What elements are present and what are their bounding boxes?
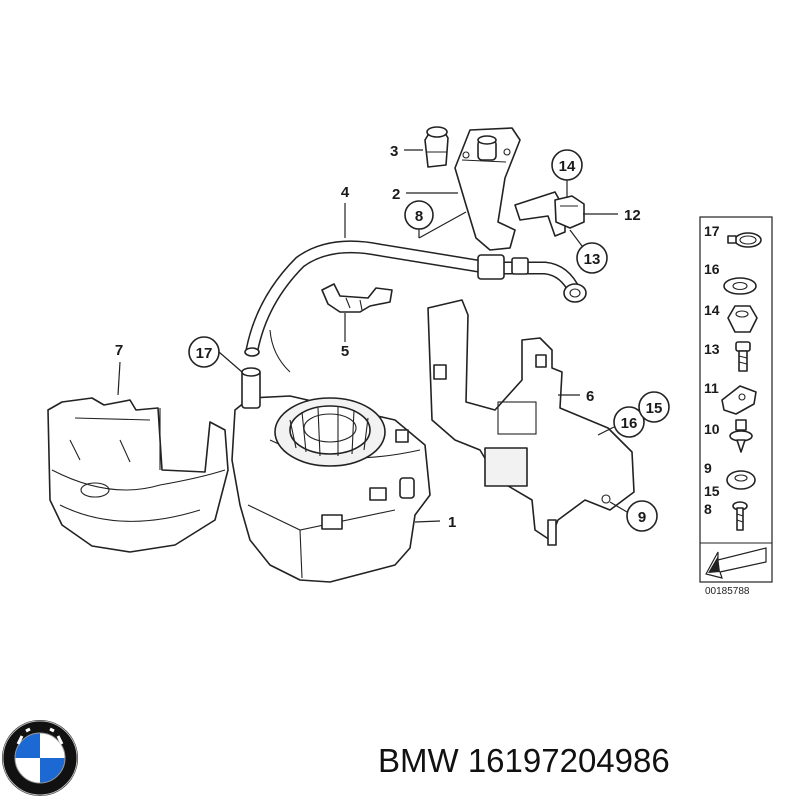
legend-item-11: 11 <box>704 380 719 396</box>
part-breather-fitting <box>454 127 566 251</box>
callout-6: 6 <box>586 388 594 405</box>
callout-17: 17 <box>196 345 213 362</box>
part-small-bracket <box>321 283 393 313</box>
bmw-logo-icon <box>2 720 78 796</box>
legend-item-13: 13 <box>704 341 720 357</box>
part-mounting-bracket <box>427 299 635 546</box>
callout-4: 4 <box>341 184 350 201</box>
part-fuel-hose <box>244 240 587 373</box>
parts-legend: 17 16 14 13 11 10 9 15 8 <box>699 216 773 597</box>
callout-2: 2 <box>392 186 400 203</box>
legend-item-10: 10 <box>704 421 720 437</box>
legend-item-8: 8 <box>704 501 712 517</box>
callout-5: 5 <box>341 343 349 360</box>
legend-item-16: 16 <box>704 261 720 277</box>
callout-12: 12 <box>624 207 641 224</box>
callout-3: 3 <box>390 143 398 160</box>
part-filter-housing <box>231 367 431 583</box>
part-caption: BMW 16197204986 <box>378 736 670 786</box>
part-grommet <box>424 126 449 168</box>
callout-circle-9 <box>626 500 658 532</box>
callout-8: 8 <box>415 208 423 225</box>
callout-14: 14 <box>559 158 576 175</box>
callout-circle-13 <box>576 242 608 274</box>
callout-16: 16 <box>621 415 638 432</box>
diagram-reference-number: 00185788 <box>705 586 750 597</box>
callout-9: 9 <box>638 509 646 526</box>
part-heat-shield <box>47 397 229 553</box>
callout-7: 7 <box>115 342 123 359</box>
callout-circle-15 <box>638 391 670 423</box>
caption-brand: BMW <box>378 742 459 779</box>
legend-item-15: 15 <box>704 483 720 499</box>
caption-part-number: 16197204986 <box>467 742 670 779</box>
callout-circle-16 <box>613 406 645 438</box>
legend-item-17: 17 <box>704 223 720 239</box>
legend-item-9: 9 <box>704 460 712 476</box>
part-hose-clip <box>554 195 585 229</box>
callout-15: 15 <box>646 400 663 417</box>
callout-13: 13 <box>584 251 601 268</box>
legend-item-14: 14 <box>704 302 720 318</box>
callout-1: 1 <box>448 514 456 531</box>
